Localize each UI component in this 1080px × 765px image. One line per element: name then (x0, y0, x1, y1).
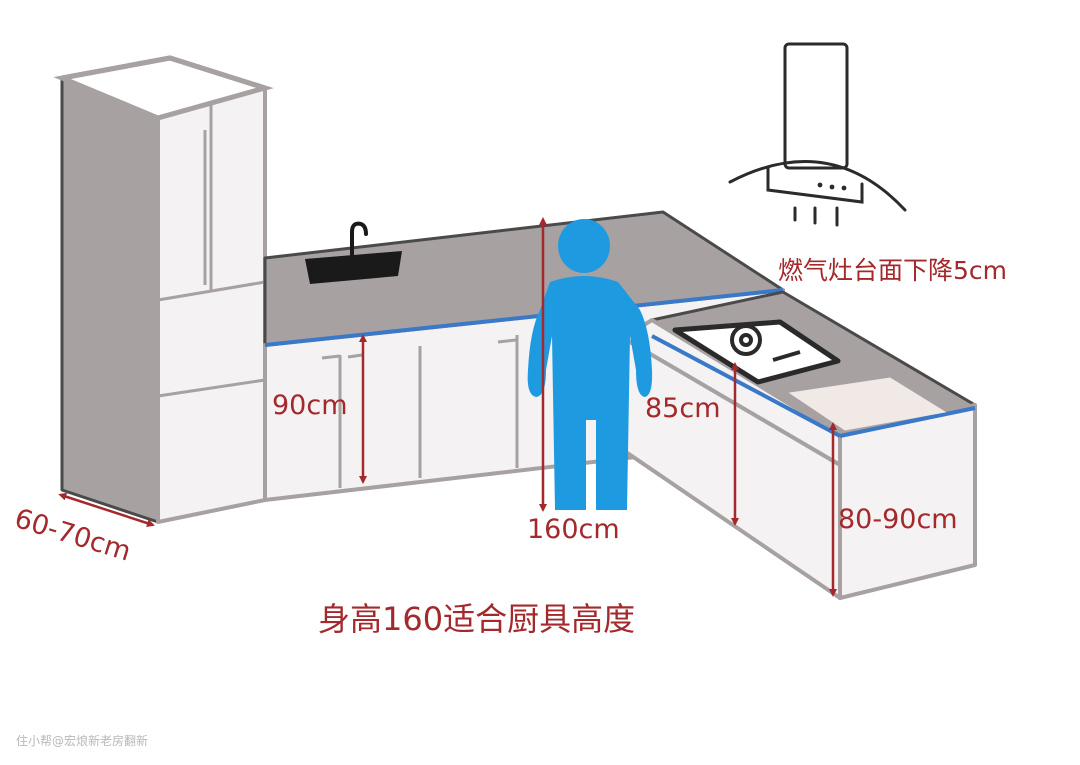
fridge-depth-arrow (58, 492, 155, 527)
person-icon (527, 219, 653, 510)
caption: 身高160适合厨具高度 (318, 600, 636, 638)
sink-counter-height-label: 90cm (272, 390, 348, 421)
watermark: 住小帮@宏烺新老房翻新 (16, 734, 149, 748)
stove-note-label: 燃气灶台面下降5cm (778, 256, 1008, 285)
range-hood-icon (728, 42, 907, 227)
dimension-lines (58, 217, 837, 597)
island-height-label: 80-90cm (838, 504, 958, 535)
person-height-label: 160cm (527, 514, 620, 545)
gas-stove-icon (672, 319, 841, 385)
sink-icon (305, 251, 402, 284)
refrigerator-icon (53, 55, 274, 524)
stove-counter-height-label: 85cm (645, 393, 721, 424)
faucet-icon (350, 221, 368, 258)
